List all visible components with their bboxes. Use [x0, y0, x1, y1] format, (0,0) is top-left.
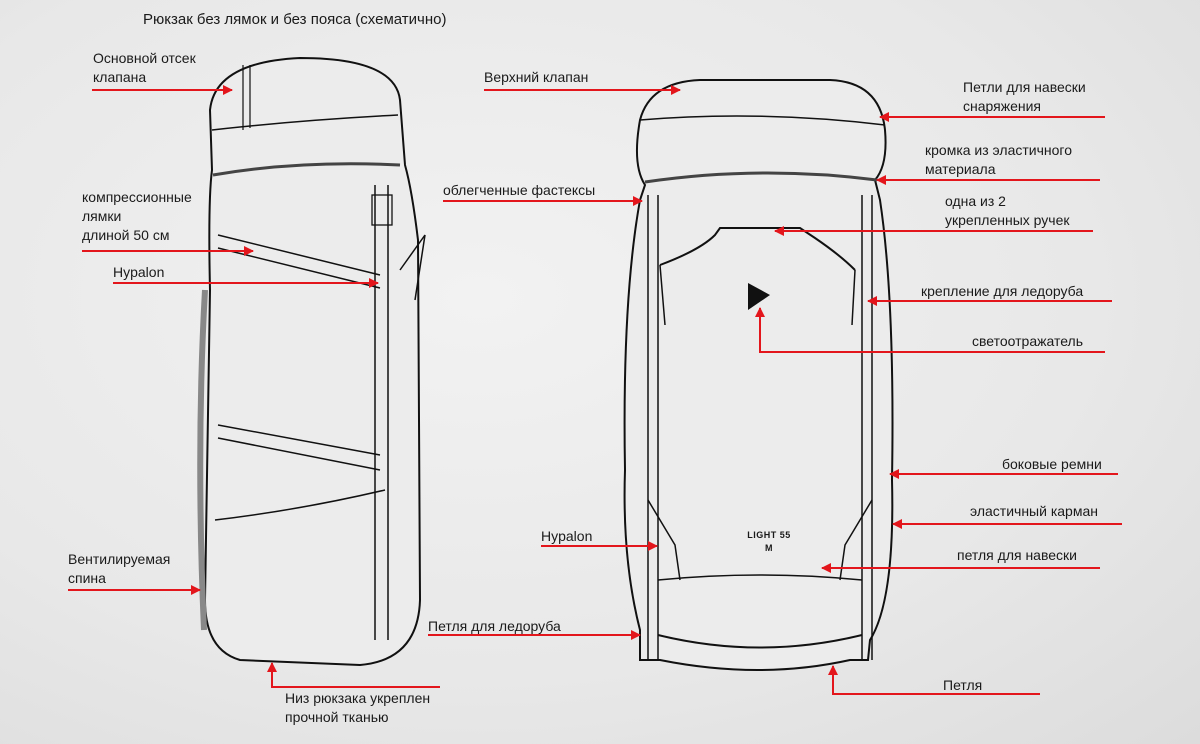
label-light-buckles: облегченные фастексы — [443, 182, 596, 198]
backpack-front-view — [623, 79, 894, 671]
label-elastic-pocket: эластичный карман — [970, 503, 1098, 519]
label-ice-axe-holder: крепление для ледоруба — [921, 283, 1084, 299]
diagram-title: Рюкзак без лямок и без пояса (схематично… — [143, 11, 447, 28]
label-loop: Петля — [943, 677, 983, 693]
label-reflector: светоотражатель — [972, 333, 1083, 349]
label-side-straps: боковые ремни — [1002, 456, 1102, 472]
backpack-side-view — [197, 56, 426, 667]
reflector-logo-icon — [748, 283, 770, 310]
label-ice-axe-loop: Петля для ледоруба — [428, 618, 561, 634]
label-hypalon-left: Hypalon — [113, 264, 165, 280]
label-hypalon-right: Hypalon — [541, 528, 593, 544]
label-hang-loop: петля для навески — [957, 547, 1077, 563]
model-name: LIGHT 55 — [747, 530, 791, 540]
leader-lines — [68, 85, 1122, 695]
model-size: M — [765, 543, 773, 553]
label-top-lid: Верхний клапан — [484, 69, 589, 85]
